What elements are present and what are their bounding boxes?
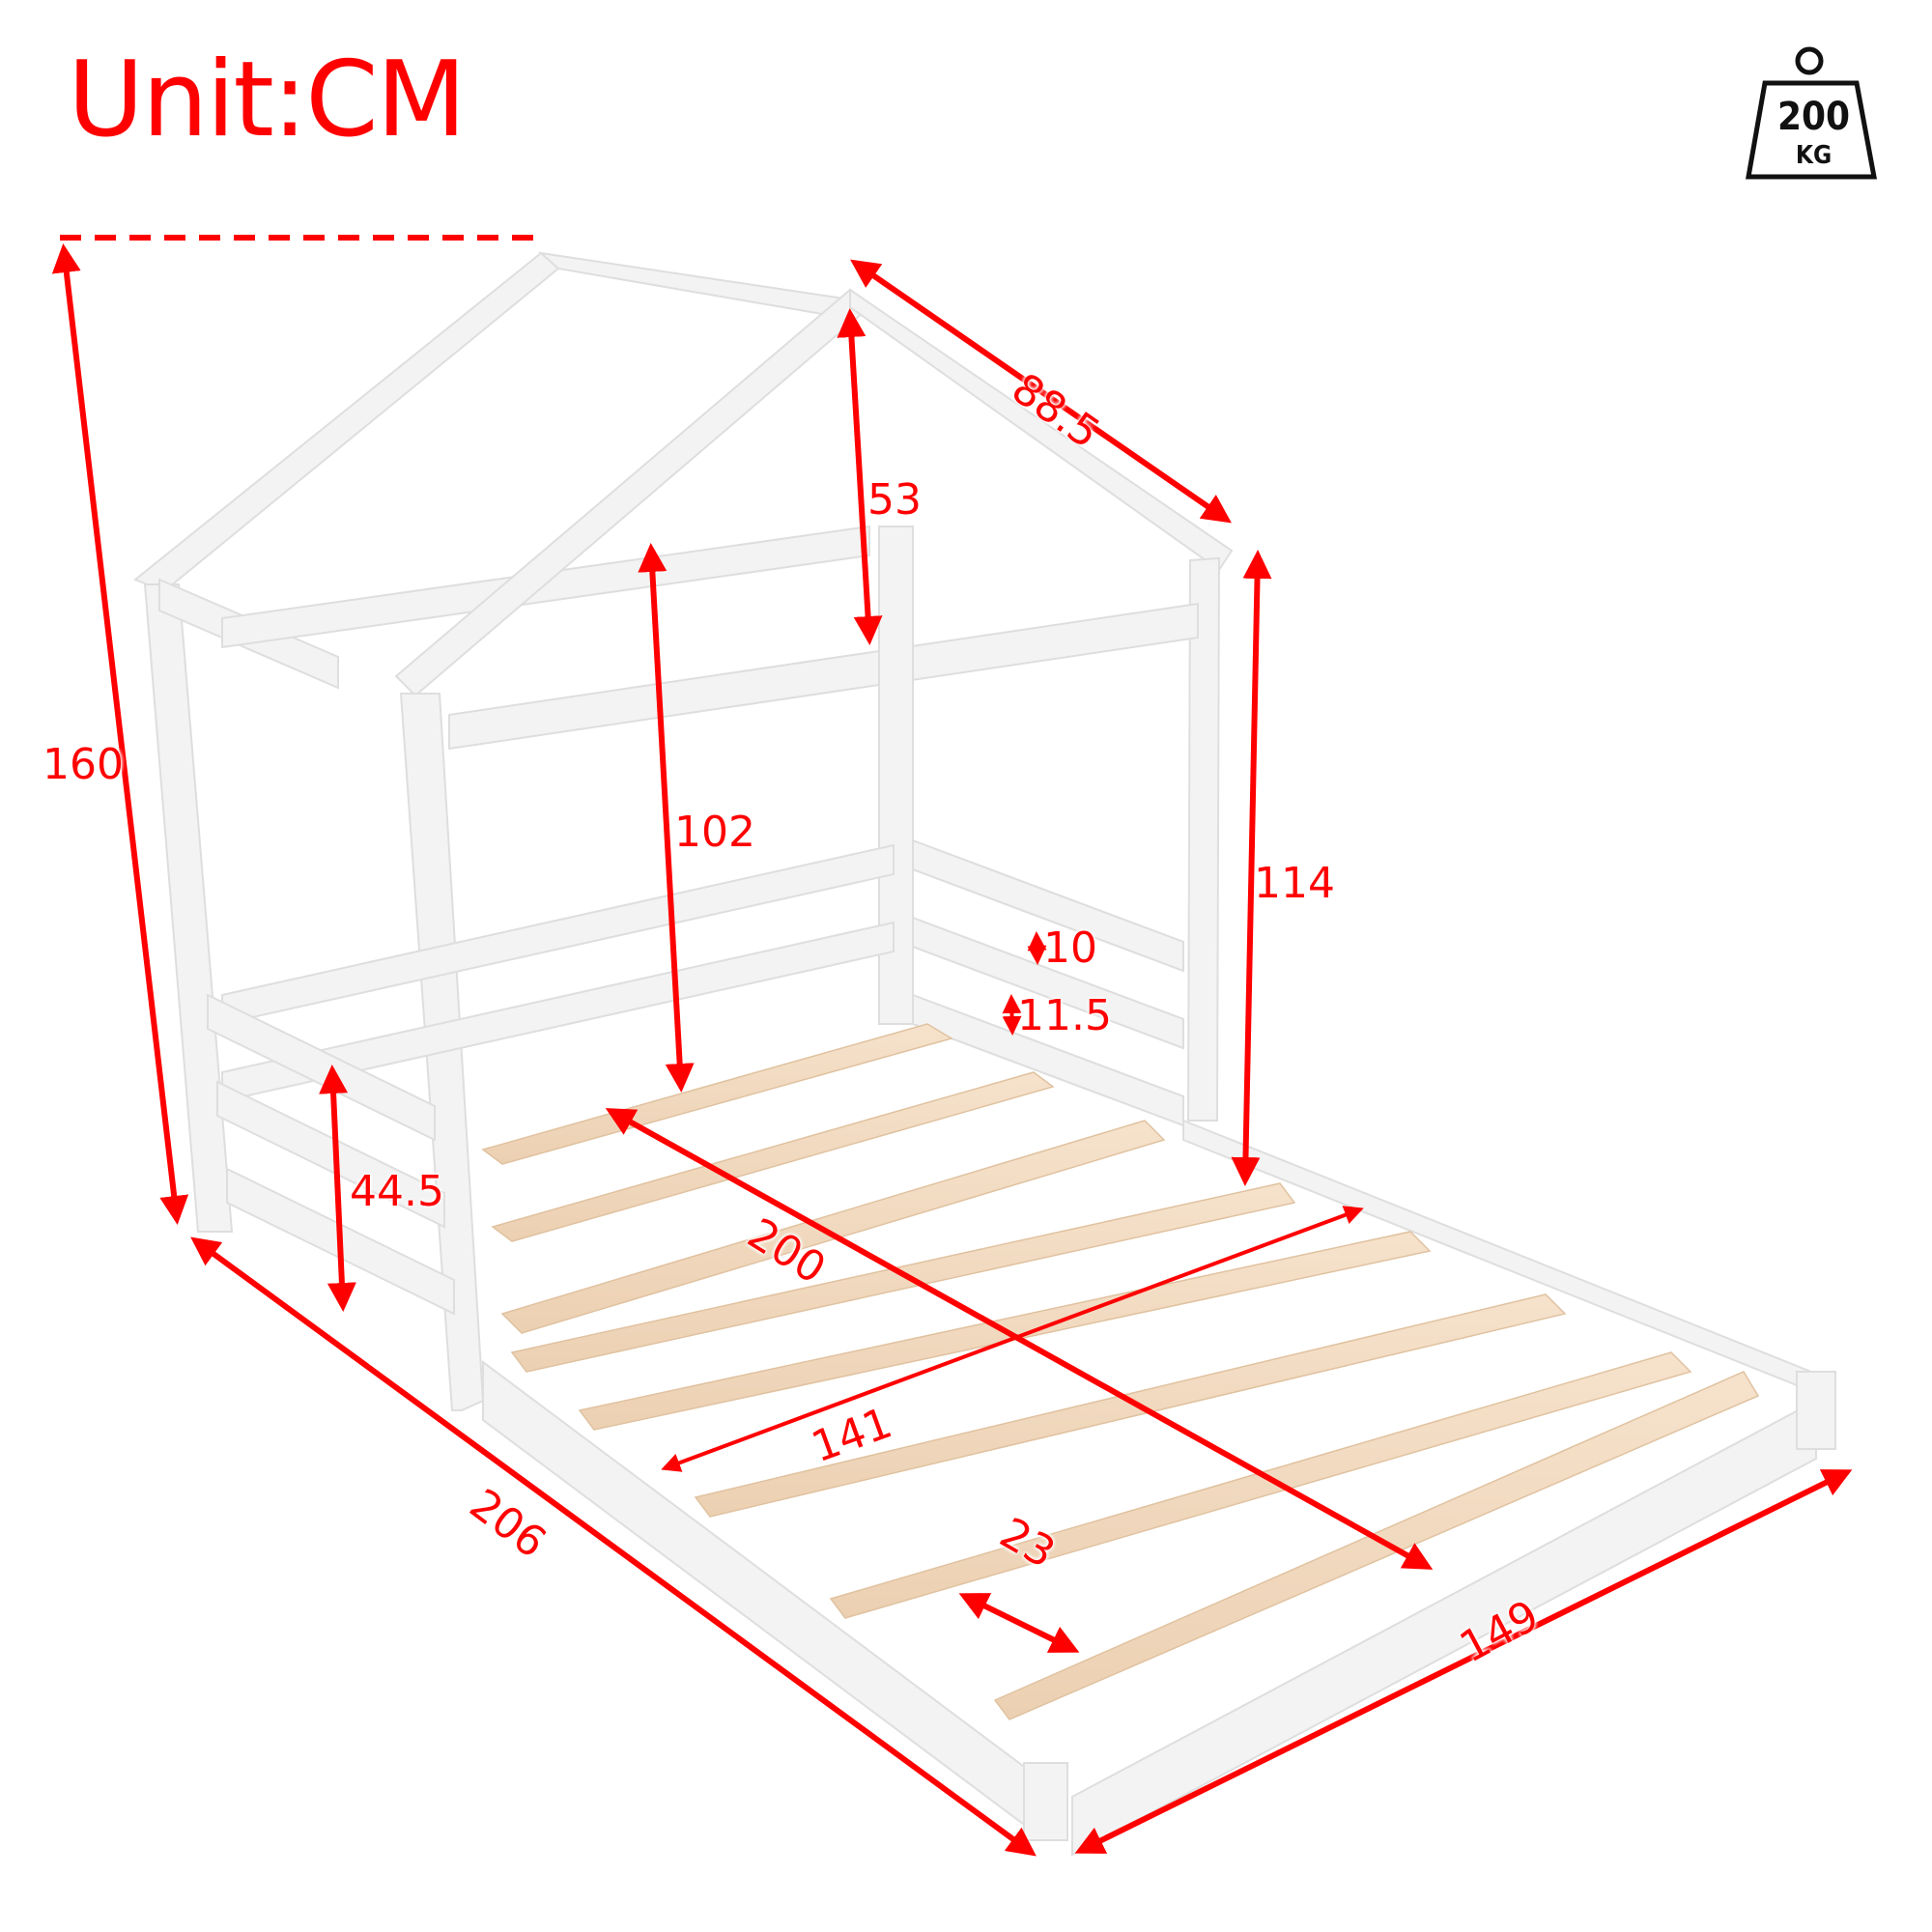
bed-frame [133, 251, 1836, 1857]
spacing-23-arrow [958, 1593, 1080, 1653]
dim-inner-height: 102 [674, 808, 755, 857]
height-445-arrow [319, 1065, 356, 1312]
dim-total-height: 160 [43, 740, 124, 789]
dim-side-height: 114 [1254, 859, 1335, 908]
dim-rail-gap: 10 [1043, 923, 1097, 973]
height-160-arrow [51, 243, 189, 1225]
weight-capacity-badge: 200 KG [1744, 46, 1884, 182]
dimension-lines [51, 235, 1853, 1857]
bed-slats [481, 1023, 1760, 1720]
dim-guardrail-height: 44.5 [350, 1167, 444, 1216]
weight-value: 200 [1776, 95, 1851, 139]
weight-icon [1746, 46, 1878, 180]
dim-rail-height: 11.5 [1017, 991, 1112, 1040]
height-115-arrow [1002, 994, 1022, 1036]
length-206-arrow [190, 1236, 1037, 1857]
height-102-arrow [638, 543, 695, 1093]
height-53-arrow [837, 308, 883, 645]
width-149-arrow [1074, 1469, 1853, 1854]
dim-roof-height: 53 [867, 475, 922, 525]
slope-885-arrow [850, 259, 1232, 524]
weight-unit: KG [1795, 141, 1833, 170]
height-114-arrow [1231, 550, 1272, 1186]
unit-label: Unit:CM [68, 40, 467, 160]
